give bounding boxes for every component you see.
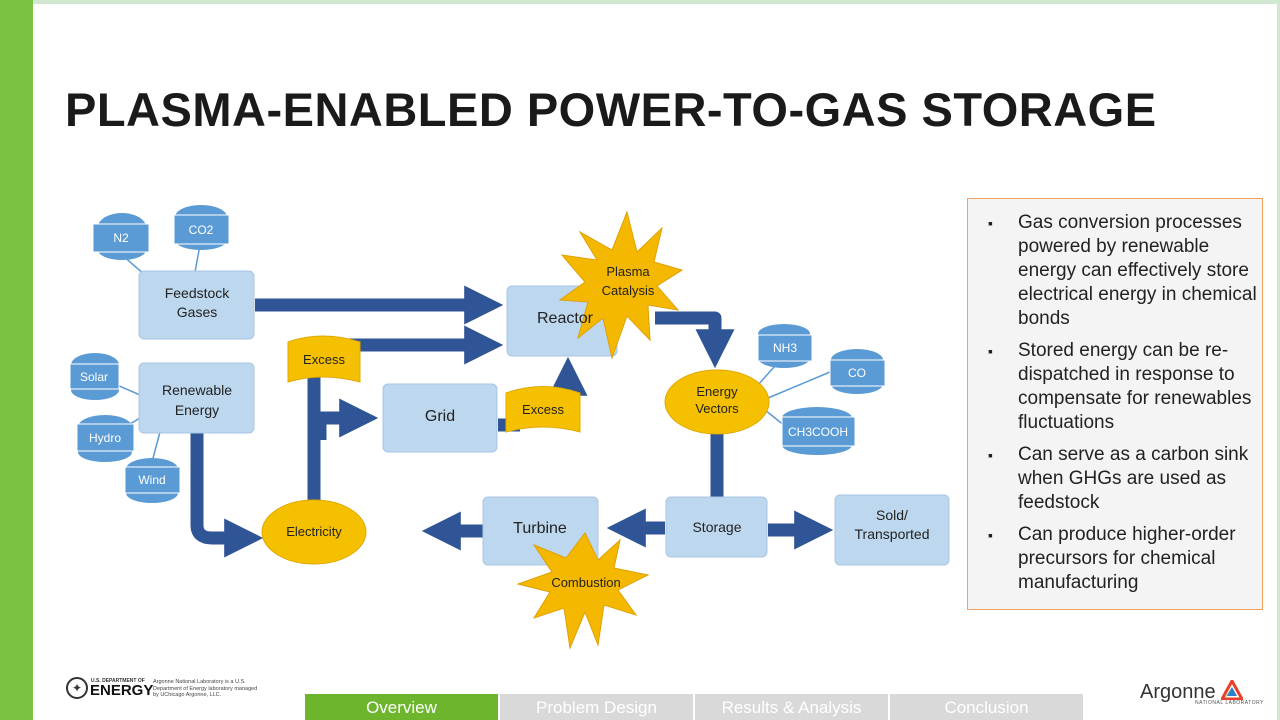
storage-box [665,496,768,558]
tag-ch3cooh [781,416,856,447]
doe-big-text: ENERGY [90,682,154,699]
svg-text:Sold/: Sold/ [876,507,908,523]
doe-logo: ✦ U.S. DEPARTMENT OF ENERGY Argonne Nati… [66,677,266,701]
storage-label: Storage [692,519,741,535]
tab-results-analysis[interactable]: Results & Analysis [695,694,888,720]
bullets-panel: Gas conversion processes powered by rene… [967,198,1263,610]
renewable-box [138,362,255,434]
tag-wind [124,466,181,494]
doe-note: Argonne National Laboratory is a U.S. De… [153,679,258,698]
tab-overview[interactable]: Overview [305,694,498,720]
excess-flag-right [505,386,581,433]
tag-solar-label: Solar [80,370,108,384]
arrow-electricity-to-grid [313,398,379,440]
left-accent-bar [0,0,33,720]
argonne-triangle-icon [1219,677,1245,701]
slide-title: PLASMA-ENABLED POWER-TO-GAS STORAGE [65,83,1157,136]
top-border [33,0,1280,4]
renewable-label-1: Renewable [162,382,232,398]
svg-text:Feedstock: Feedstock [165,285,231,301]
energy-vectors-ellipse [664,369,770,435]
plasma-catalysis-burst [558,210,684,360]
svg-text:Vectors: Vectors [695,401,739,416]
svg-text:Renewable: Renewable [162,382,232,398]
turbine-label: Turbine [513,520,567,537]
feedstock-label-1: Feedstock [165,285,231,301]
argonne-wordmark: Argonne [1140,681,1216,703]
tag-hydro [76,423,135,452]
vectors-label-2: Vectors [695,401,739,416]
sold-box [834,494,950,566]
tag-nh3 [757,334,813,362]
combustion-label: Combustion [551,575,620,590]
svg-text:Energy: Energy [696,384,738,399]
sold-label-2: Transported [855,526,930,542]
turbine-box [482,496,599,566]
tag-co2 [173,214,230,245]
electricity-ellipse [261,499,367,565]
tag-n2 [92,223,150,253]
vectors-label-1: Energy [696,384,738,399]
tag-nh3-label: NH3 [773,341,797,355]
tag-co [829,359,886,387]
combustion-burst [516,532,650,650]
svg-text:Plasma: Plasma [606,264,650,279]
plasma-label-2: Catalysis [602,283,655,298]
tag-n2-label: N2 [113,231,129,245]
arrow-renewable-to-electricity [190,432,264,558]
tag-wind-label: Wind [138,473,165,487]
svg-text:Catalysis: Catalysis [602,283,655,298]
doe-small-text: U.S. DEPARTMENT OF [91,678,145,684]
excess-right-label: Excess [522,402,564,417]
argonne-subtitle: NATIONAL LABORATORY [1195,700,1264,706]
argonne-logo: Argonne [1140,677,1245,704]
tag-solar [69,363,120,390]
section-nav: Overview Problem Design Results & Analys… [305,694,1085,720]
plasma-label-1: Plasma [606,264,650,279]
bullet-item: Can serve as a carbon sink when GHGs are… [988,443,1262,515]
renewable-label-2: Energy [175,402,219,418]
svg-text:Energy: Energy [175,402,219,418]
bullet-item: Stored energy can be re-dispatched in re… [988,339,1262,435]
bullet-item: Gas conversion processes powered by rene… [988,211,1262,331]
tag-co2-label: CO2 [189,223,214,237]
excess-left-label: Excess [303,352,345,367]
grid-label: Grid [425,408,455,425]
power-to-gas-diagram: Feedstock Gases Renewable Energy Reactor… [69,205,950,650]
arrow-reactor-to-vectors [655,311,735,369]
excess-flag-left [287,335,361,383]
bullet-item: Can produce higher-order precursors for … [988,523,1262,595]
tag-co-label: CO [848,366,866,380]
feedstock-box [138,270,255,340]
tab-conclusion[interactable]: Conclusion [890,694,1083,720]
reactor-label: Reactor [537,310,594,327]
svg-text:Gases: Gases [177,304,217,320]
tag-ch3cooh-label: CH3COOH [788,425,848,439]
svg-text:Transported: Transported [855,526,930,542]
sold-label-1: Sold/ [876,507,908,523]
tag-hydro-label: Hydro [89,431,121,445]
doe-seal-icon: ✦ [66,677,88,699]
right-border [1277,0,1280,720]
tab-problem-design[interactable]: Problem Design [500,694,693,720]
electricity-label: Electricity [286,524,342,539]
grid-box [382,383,498,453]
feedstock-label-2: Gases [177,304,217,320]
